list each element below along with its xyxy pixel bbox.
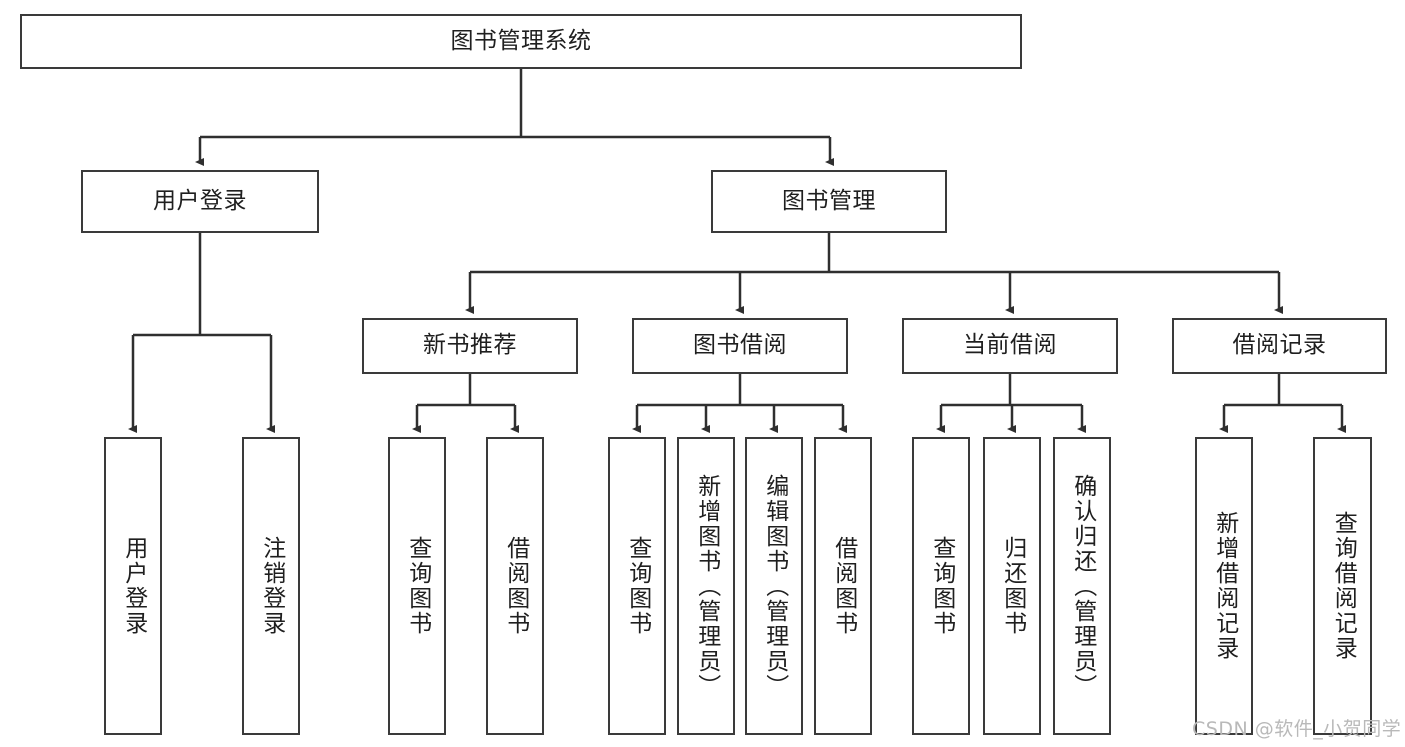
node-root-label: 图书管理系统 [450,27,592,54]
node-user-login[interactable]: 用户登录 [81,170,319,233]
leaf-borrow-book-label: 借阅图书 [830,536,857,636]
node-current-borrow[interactable]: 当前借阅 [902,318,1118,374]
leaf-edit-book-admin[interactable]: 编辑图书（管理员） [745,437,803,735]
leaf-edit-book-admin-label: 编辑图书（管理员） [761,473,788,699]
leaf-query-book-borrow[interactable]: 查询图书 [608,437,666,735]
leaf-query-book-recommend[interactable]: 查询图书 [388,437,446,735]
leaf-return-book[interactable]: 归还图书 [983,437,1041,735]
node-root[interactable]: 图书管理系统 [20,14,1022,69]
leaf-user-login[interactable]: 用户登录 [104,437,162,735]
leaf-user-login-label: 用户登录 [120,536,147,636]
leaf-borrow-book-recommend[interactable]: 借阅图书 [486,437,544,735]
leaf-query-book-current-label: 查询图书 [928,536,955,636]
csdn-watermark: CSDN @软件_小贺同学 [1192,718,1402,740]
node-user-login-label: 用户登录 [153,187,247,214]
node-current-borrow-label: 当前借阅 [963,332,1057,359]
node-new-book-recommend[interactable]: 新书推荐 [362,318,578,374]
leaf-add-borrow-record-label: 新增借阅记录 [1211,511,1238,661]
leaf-logout[interactable]: 注销登录 [242,437,300,735]
node-new-book-recommend-label: 新书推荐 [423,332,517,359]
leaf-query-borrow-record-label: 查询借阅记录 [1330,511,1357,661]
node-book-borrow-label: 图书借阅 [693,332,787,359]
leaf-query-borrow-record[interactable]: 查询借阅记录 [1313,437,1372,735]
node-book-management[interactable]: 图书管理 [711,170,947,233]
node-book-management-label: 图书管理 [782,187,876,214]
leaf-query-book-borrow-label: 查询图书 [624,536,651,636]
leaf-borrow-book-recommend-label: 借阅图书 [502,536,529,636]
leaf-add-book-admin[interactable]: 新增图书（管理员） [677,437,735,735]
leaf-borrow-book[interactable]: 借阅图书 [814,437,872,735]
leaf-confirm-return-admin-label: 确认归还（管理员） [1069,473,1096,699]
leaf-query-book-recommend-label: 查询图书 [404,536,431,636]
node-borrow-record[interactable]: 借阅记录 [1172,318,1387,374]
node-borrow-record-label: 借阅记录 [1232,332,1327,359]
leaf-logout-label: 注销登录 [258,536,285,636]
leaf-confirm-return-admin[interactable]: 确认归还（管理员） [1053,437,1111,735]
leaf-return-book-label: 归还图书 [999,536,1026,636]
leaf-add-borrow-record[interactable]: 新增借阅记录 [1195,437,1253,735]
node-book-borrow[interactable]: 图书借阅 [632,318,848,374]
leaf-query-book-current[interactable]: 查询图书 [912,437,970,735]
leaf-add-book-admin-label: 新增图书（管理员） [693,473,720,699]
